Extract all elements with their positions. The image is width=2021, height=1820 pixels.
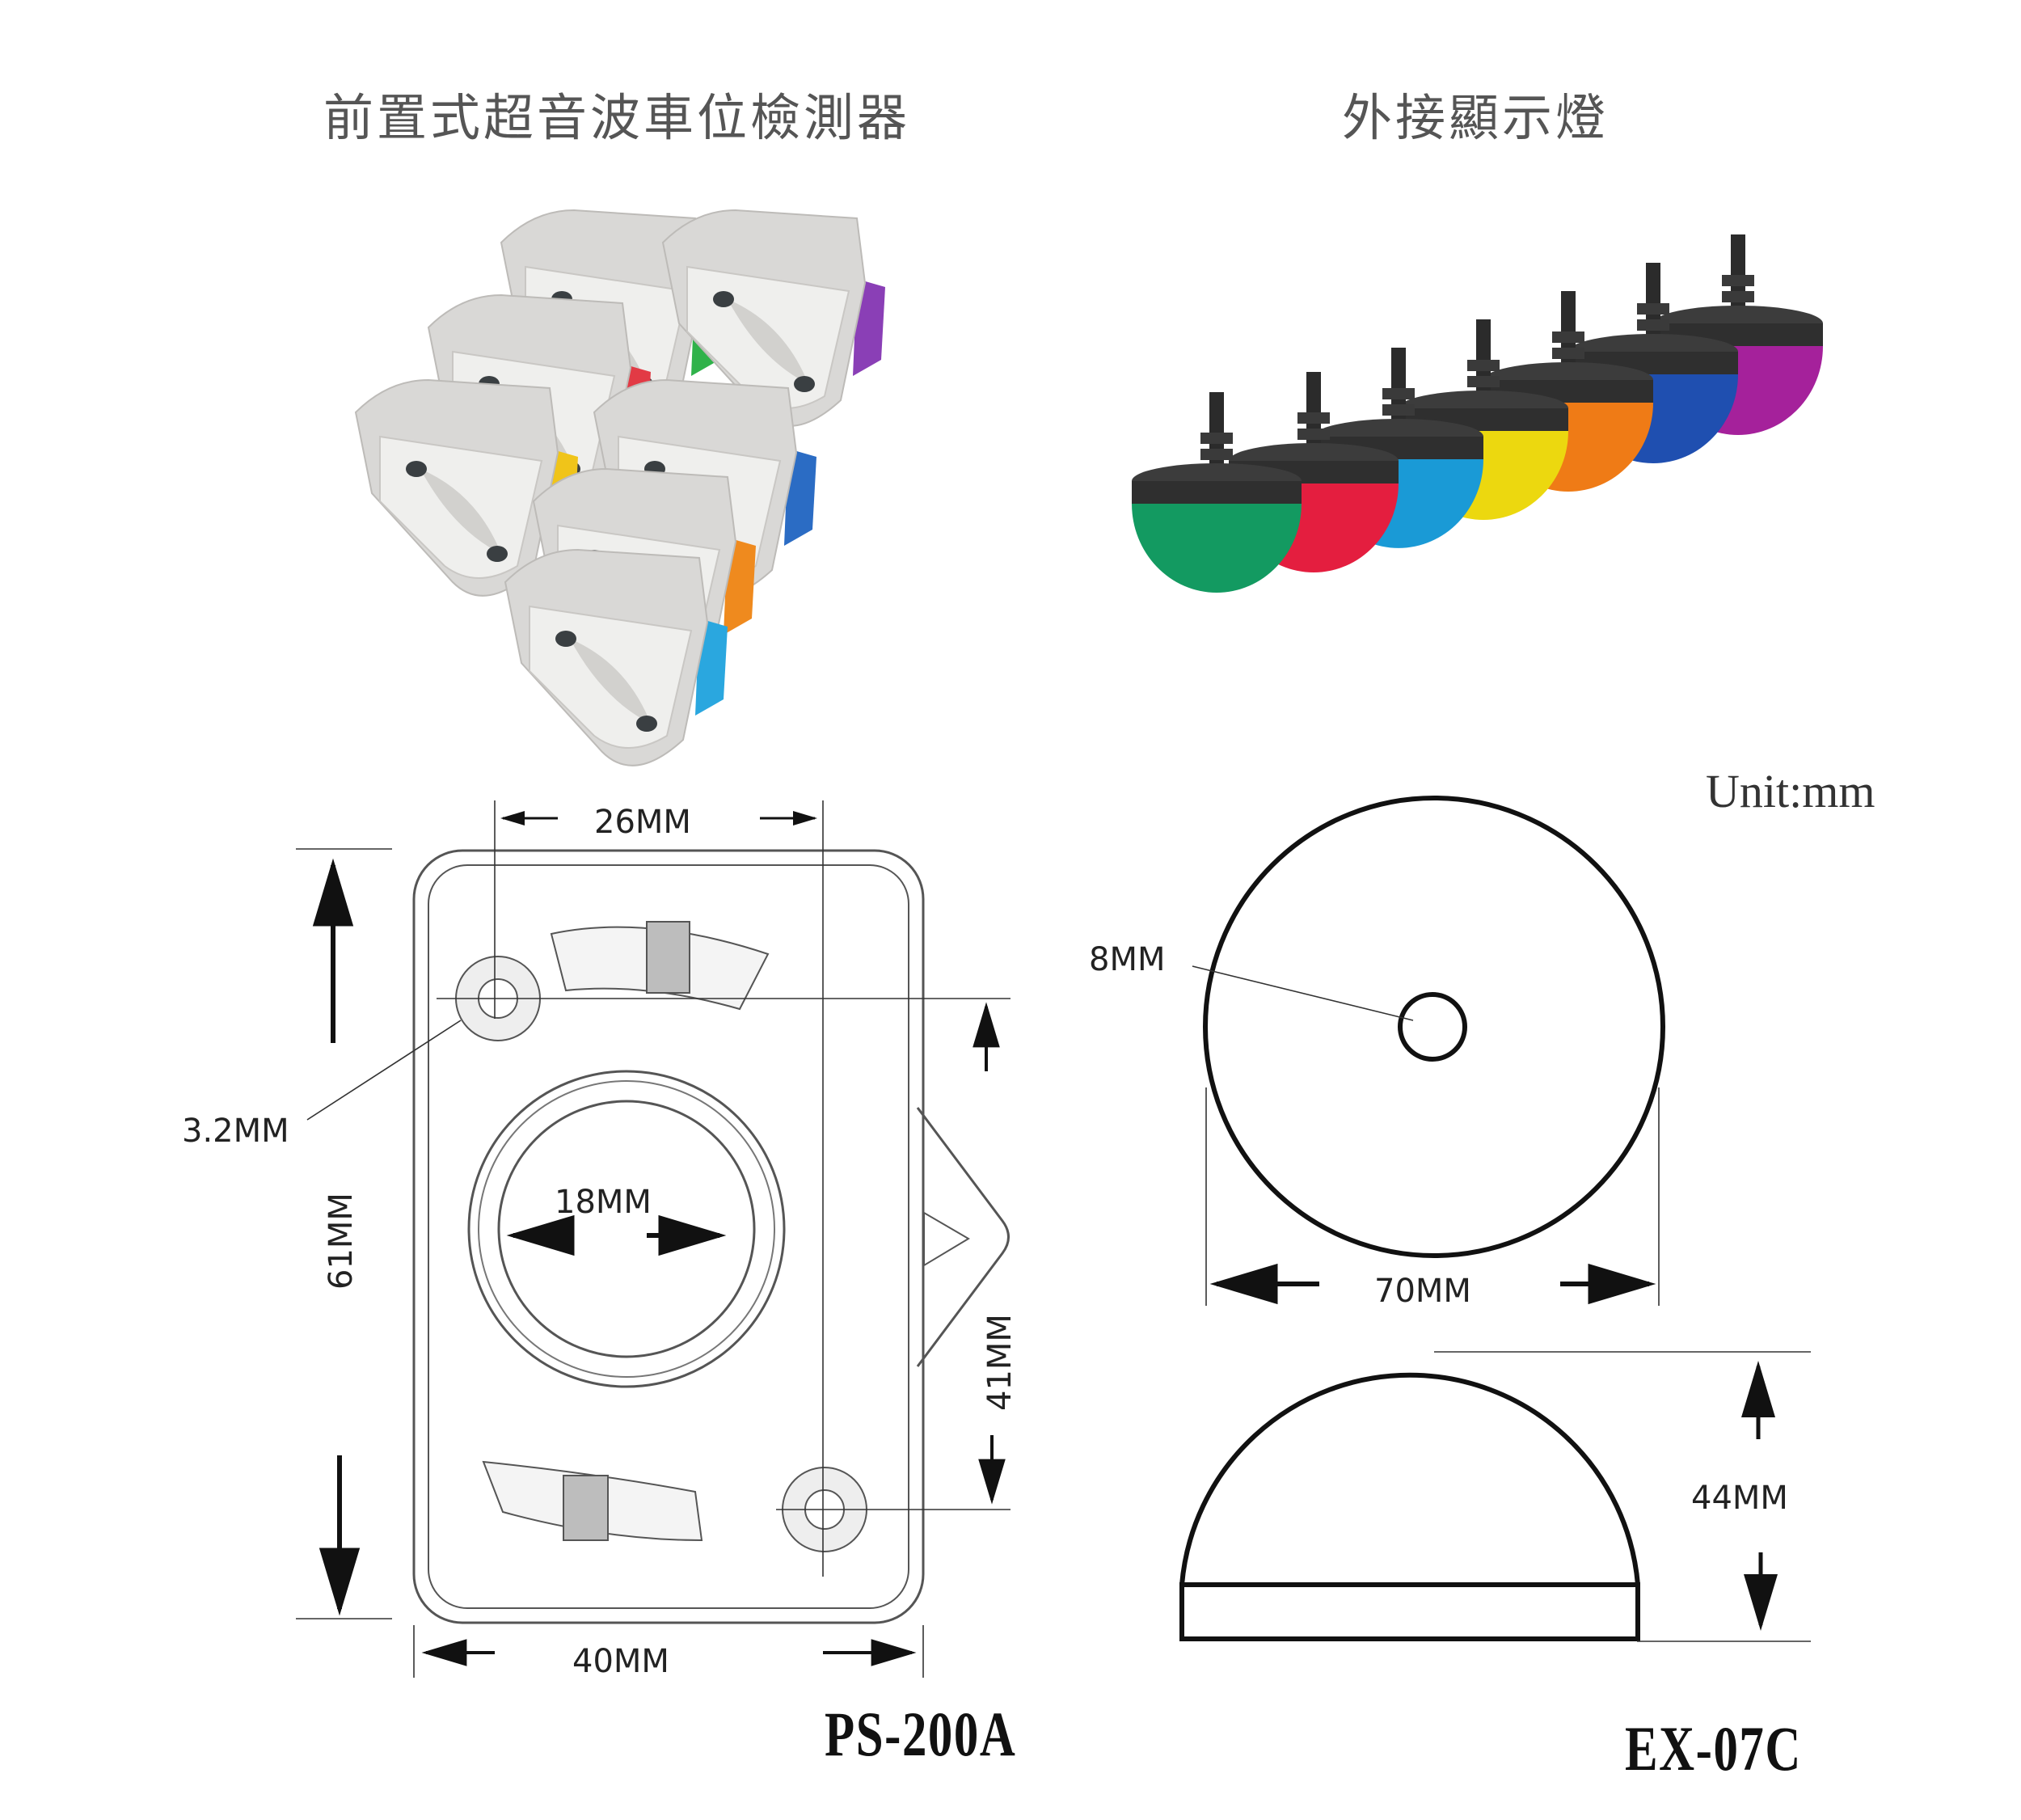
dim-hole-diameter: 3.2MM	[182, 1113, 289, 1150]
light-title: 外接顯示燈	[1342, 88, 1610, 147]
bottom-window-block	[563, 1475, 609, 1541]
dim-height: 61MM	[323, 1193, 360, 1290]
sensor-ring-outer	[467, 1070, 786, 1388]
light-product-photo	[1132, 234, 1823, 593]
light-base-side	[1179, 1582, 1640, 1641]
dim-hole-spacing: 26MM	[594, 804, 691, 841]
dim-light-diameter: 70MM	[1374, 1273, 1471, 1310]
sensor-unit	[354, 378, 578, 597]
dim-sensor-diameter: 18MM	[555, 1184, 652, 1221]
dim-width: 40MM	[572, 1643, 669, 1680]
sensor-unit	[661, 209, 885, 427]
sensor-model-label: PS-200A	[825, 1699, 1017, 1769]
dim-light-height: 44MM	[1691, 1480, 1788, 1517]
sensor-ring-inner	[497, 1100, 756, 1358]
light-technical-drawing: 8MM 70MM 44MM	[1089, 796, 1811, 1642]
light-dome-side	[1179, 1372, 1640, 1586]
light-model-label: EX-07C	[1625, 1713, 1802, 1784]
sensor-title: 前置式超音波車位檢測器	[323, 88, 911, 147]
unit-label: Unit:mm	[1706, 765, 1875, 817]
sensor-technical-drawing: 26MM 3.2MM 18MM 61MM 41MM 40MM	[182, 800, 1019, 1680]
dim-stem: 8MM	[1089, 941, 1165, 978]
sensor-ring-mid	[478, 1080, 775, 1378]
light-unit	[1132, 392, 1302, 593]
sensor-product-photo	[354, 209, 885, 766]
dim-hole-vertical: 41MM	[981, 1314, 1019, 1411]
light-stem-circle	[1398, 992, 1467, 1062]
light-top-circle	[1203, 796, 1665, 1258]
sensor-unit	[504, 548, 728, 766]
sensor-outline-inner	[428, 864, 909, 1609]
top-window-block	[646, 921, 690, 994]
sensor-side-tab	[916, 1107, 1010, 1367]
sensor-side-tab-triangle	[923, 1211, 970, 1267]
